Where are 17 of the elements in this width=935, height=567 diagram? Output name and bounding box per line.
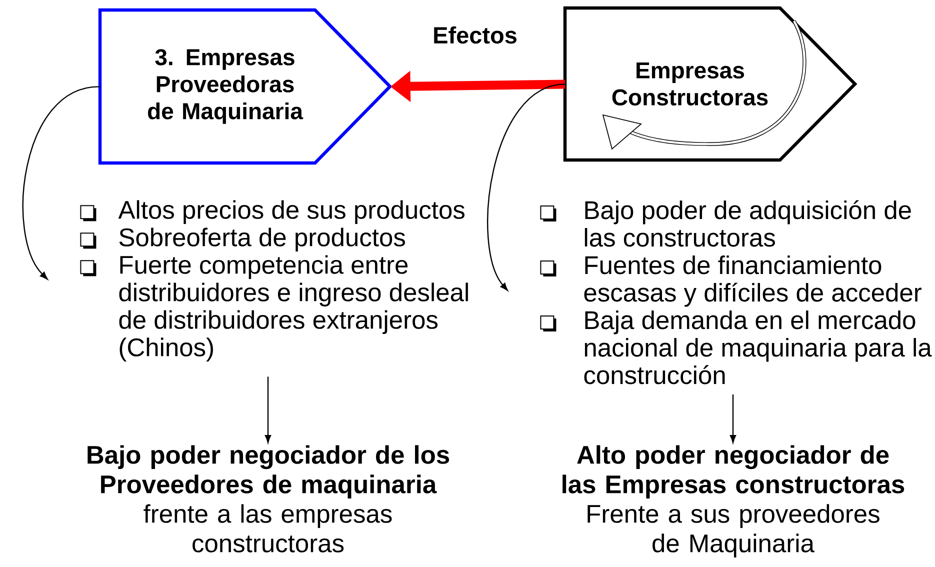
node-label: Fuerte competencia entre distribuidores e ingreso desleal de distribuidores extranjeros (Chinos) xyxy=(119,255,468,362)
node-label: Baja demanda en el mercado nacional de maquinaria para la construcción xyxy=(584,310,932,384)
node-label: Fuentes de financiamiento escasas y difíciles de acceder xyxy=(584,255,922,307)
arrow xyxy=(264,376,272,443)
pentagon-box: 3. Empresas Proveedoras de Maquinaria xyxy=(98,8,392,165)
node-label: Bajo poder de adquisición de las constructoras xyxy=(584,200,911,247)
bullet-list: Bajo poder de adquisición de las constructoras Fuentes de financiamiento escasas y difíciles de acceder Baja demanda en el mercado nacional de maquinaria para la construcción xyxy=(540,200,932,384)
conclusion-text: Alto poder negociador de las Empresas constructoras Frente a sus proveedores de Maquinaria xyxy=(562,445,904,558)
conclusion-text: Bajo poder negociador de los Proveedores de maquinaria frente a las empresas constructoras xyxy=(88,445,450,552)
edge-label: Efectos xyxy=(434,26,516,44)
arrow xyxy=(487,84,566,291)
bullet-list: Altos precios de sus productos Sobreoferta de productos Fuerte competencia entre distribuidores e ingreso desleal de distribuidores extranjeros (Chinos) xyxy=(80,200,468,362)
node-label: Altos precios de sus productos xyxy=(118,200,464,224)
arrow xyxy=(730,394,736,443)
pentagon-box: Empresas Constructoras xyxy=(563,6,858,162)
arrow xyxy=(22,86,100,280)
node-label: Sobreoferta de productos xyxy=(119,228,405,252)
